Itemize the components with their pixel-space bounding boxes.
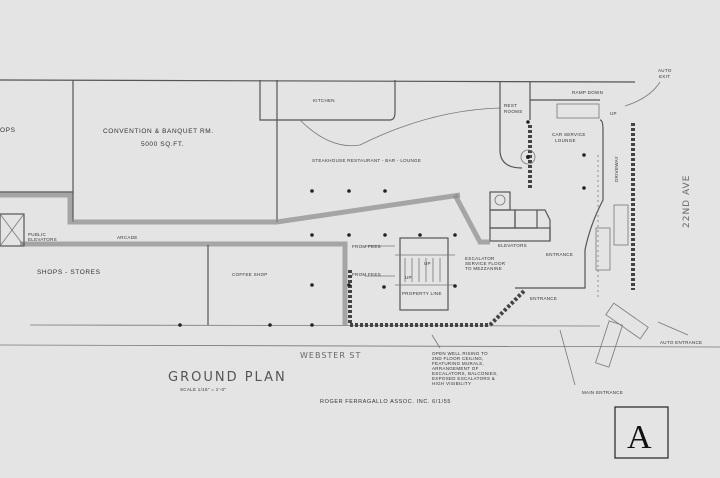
label-entrance-1: ENTRANCE bbox=[546, 252, 573, 257]
label-webster-st: WEBSTER ST bbox=[300, 351, 361, 360]
label-ramp-down: RAMP DOWN bbox=[572, 90, 603, 95]
label-kitchen: KITCHEN bbox=[313, 98, 335, 103]
plan-credit: ROGER FERRAGALLO ASSOC. INC. 6/1/55 bbox=[320, 399, 451, 405]
label-public-elevators-2: ELEVATORS bbox=[28, 237, 57, 242]
label-auto-exit: AUTO bbox=[658, 68, 672, 73]
note-line: FEATURING MURALS, bbox=[432, 361, 484, 366]
note-line: ARRANGEMENT OF bbox=[432, 366, 479, 371]
label-main-entrance: MAIN ENTRANCE bbox=[582, 390, 623, 395]
label-car-service-2: LOUNGE bbox=[555, 138, 576, 143]
structural-columns bbox=[178, 120, 586, 327]
label-public-elevators: PUBLIC bbox=[28, 232, 47, 237]
label-from-fees: FROM FEES bbox=[352, 244, 381, 249]
label-up: UP bbox=[424, 261, 431, 266]
label-escalator-note: ESCALATOR bbox=[465, 256, 495, 261]
label-rest-rooms: REST bbox=[504, 103, 517, 108]
label-steakhouse: STEAKHOUSE RESTAURANT - BAR - LOUNGE bbox=[312, 158, 421, 163]
design-note: OPEN WELL RISING TO 2ND FLOOR CEILING, F… bbox=[432, 351, 498, 386]
circulation-labels: RAMP DOWN UP DRIVEWAY ENTRANCE ENTRANCE … bbox=[530, 68, 702, 395]
title-block: GROUND PLAN SCALE 1/16" = 1'-0" ROGER FE… bbox=[168, 370, 669, 459]
label-entrance-2: ENTRANCE bbox=[530, 296, 557, 301]
note-line: 2ND FLOOR CEILING, bbox=[432, 356, 484, 361]
convention-block bbox=[0, 80, 461, 325]
elevator-block bbox=[452, 191, 551, 245]
kitchen-block bbox=[259, 80, 501, 147]
label-rest-rooms-2: ROOMS bbox=[504, 109, 523, 114]
label-ramp-up: UP bbox=[610, 111, 617, 116]
room-labels: OPS CONVENTION & BANQUET RM. 5000 SQ.FT.… bbox=[0, 98, 586, 296]
arrows bbox=[431, 81, 689, 386]
label-escalator-note-3: TO MEZZANINE bbox=[465, 266, 502, 271]
label-shops-stores: SHOPS - STORES bbox=[37, 269, 101, 276]
street-labels: WEBSTER ST 22ND AVE bbox=[300, 175, 692, 360]
sheet-letter: A bbox=[627, 419, 652, 456]
plan-scale: SCALE 1/16" = 1'-0" bbox=[180, 387, 226, 392]
label-from-fees-2: FROM FEES bbox=[352, 272, 381, 277]
property-lines bbox=[0, 79, 720, 348]
label-auto-entrance: AUTO ENTRANCE bbox=[660, 340, 702, 345]
label-convention: CONVENTION & BANQUET RM. bbox=[103, 128, 214, 135]
cars bbox=[595, 204, 649, 368]
note-line: ESCALATORS, BALCONIES, bbox=[432, 371, 498, 376]
label-elevators: ELEVATORS bbox=[498, 243, 527, 248]
label-shops-left: OPS bbox=[0, 127, 16, 134]
note-line: OPEN WELL RISING TO bbox=[432, 351, 488, 356]
label-property-line: PROPERTY LINE bbox=[402, 291, 442, 296]
label-22nd-ave: 22ND AVE bbox=[682, 175, 692, 228]
label-arcade: ARCADE bbox=[117, 235, 138, 240]
label-convention-area: 5000 SQ.FT. bbox=[141, 141, 184, 148]
note-line: HIGH VISIBILITY bbox=[432, 381, 471, 386]
plan-title: GROUND PLAN bbox=[168, 370, 287, 385]
note-line: EXPOSED ESCALATORS & bbox=[432, 376, 495, 381]
label-escalator-note-2: SERVICE FLOOR bbox=[465, 261, 506, 266]
entrance-planting bbox=[348, 123, 635, 327]
label-up-2: UP bbox=[405, 275, 412, 280]
stair-box bbox=[0, 213, 25, 247]
service-block bbox=[499, 82, 604, 289]
label-auto-exit-2: EXIT bbox=[659, 74, 670, 79]
label-coffee-shop: COFFEE SHOP bbox=[232, 272, 268, 277]
sheet-letter-box bbox=[614, 406, 669, 459]
escalator-block bbox=[365, 237, 455, 311]
label-car-service: CAR SERVICE bbox=[552, 132, 586, 137]
label-driveway: DRIVEWAY bbox=[614, 156, 619, 182]
